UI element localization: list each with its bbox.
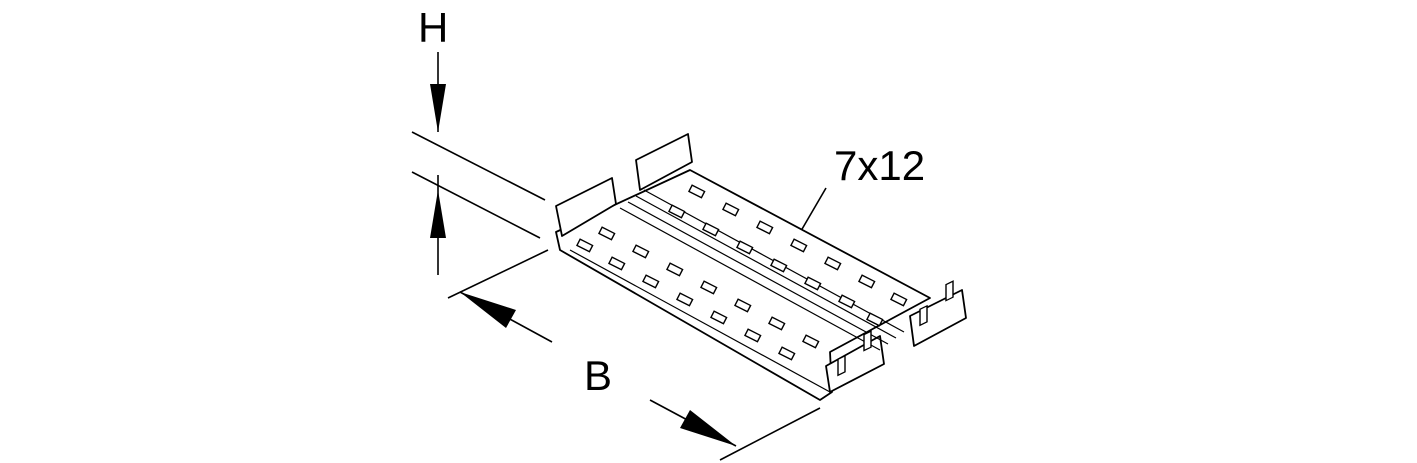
hole-row-second xyxy=(598,226,820,349)
base-hole xyxy=(804,276,822,291)
base-hole xyxy=(700,280,718,295)
base-hole xyxy=(632,244,650,259)
left-flange-front xyxy=(555,177,617,237)
flange-slot xyxy=(919,304,928,327)
base-hole xyxy=(824,256,842,271)
base-hole xyxy=(756,220,774,235)
width-extension-left xyxy=(447,249,549,299)
rib-line-2 xyxy=(627,201,889,345)
width-dimension: B xyxy=(447,249,821,461)
height-arrow-down xyxy=(430,84,446,132)
base-hole xyxy=(668,204,686,219)
hole-callout: 7x12 xyxy=(797,142,925,237)
base-hole xyxy=(790,238,808,253)
base-hole xyxy=(744,328,762,343)
base-hole xyxy=(642,274,660,289)
base-hole xyxy=(598,226,616,241)
front-edge-line xyxy=(569,249,831,393)
hole-size-label: 7x12 xyxy=(834,142,925,189)
flange-slot xyxy=(863,330,872,352)
rib-line-1 xyxy=(619,207,881,351)
base-hole xyxy=(866,312,884,327)
rib-line-3 xyxy=(635,195,897,339)
base-hole xyxy=(676,292,694,307)
left-flange-rear xyxy=(635,133,693,191)
width-extension-right xyxy=(719,407,821,461)
base-hole xyxy=(710,310,728,325)
base-hole xyxy=(576,238,594,253)
width-arrow-right xyxy=(680,410,736,446)
base-hole xyxy=(778,346,796,361)
base-hole xyxy=(734,298,752,313)
height-ref-line-upper xyxy=(411,131,546,201)
flange-slot xyxy=(837,354,846,377)
base-hole xyxy=(802,334,820,349)
right-flange-front xyxy=(825,335,885,393)
connector-part xyxy=(555,133,967,401)
hole-row-fourth xyxy=(688,184,908,307)
base-hole xyxy=(608,256,626,271)
height-label: H xyxy=(418,4,448,51)
base-hole xyxy=(890,292,908,307)
hole-row-front xyxy=(576,238,796,361)
height-arrow-up xyxy=(430,190,446,238)
width-label: B xyxy=(584,352,612,399)
base-hole xyxy=(768,316,786,331)
base-hole xyxy=(838,294,856,309)
base-hole xyxy=(688,184,706,199)
hole-row-third xyxy=(668,204,884,327)
base-hole xyxy=(722,202,740,217)
right-flange-rear xyxy=(909,289,967,347)
height-dimension: H xyxy=(411,4,546,275)
base-hole xyxy=(736,240,754,255)
base-hole xyxy=(666,262,684,277)
base-hole xyxy=(770,258,788,273)
flange-slot xyxy=(945,280,954,302)
base-hole xyxy=(858,274,876,289)
hole-leader-line xyxy=(797,187,827,237)
base-hole xyxy=(702,222,720,237)
width-arrow-left xyxy=(460,292,516,328)
height-ref-line-lower xyxy=(411,171,541,239)
